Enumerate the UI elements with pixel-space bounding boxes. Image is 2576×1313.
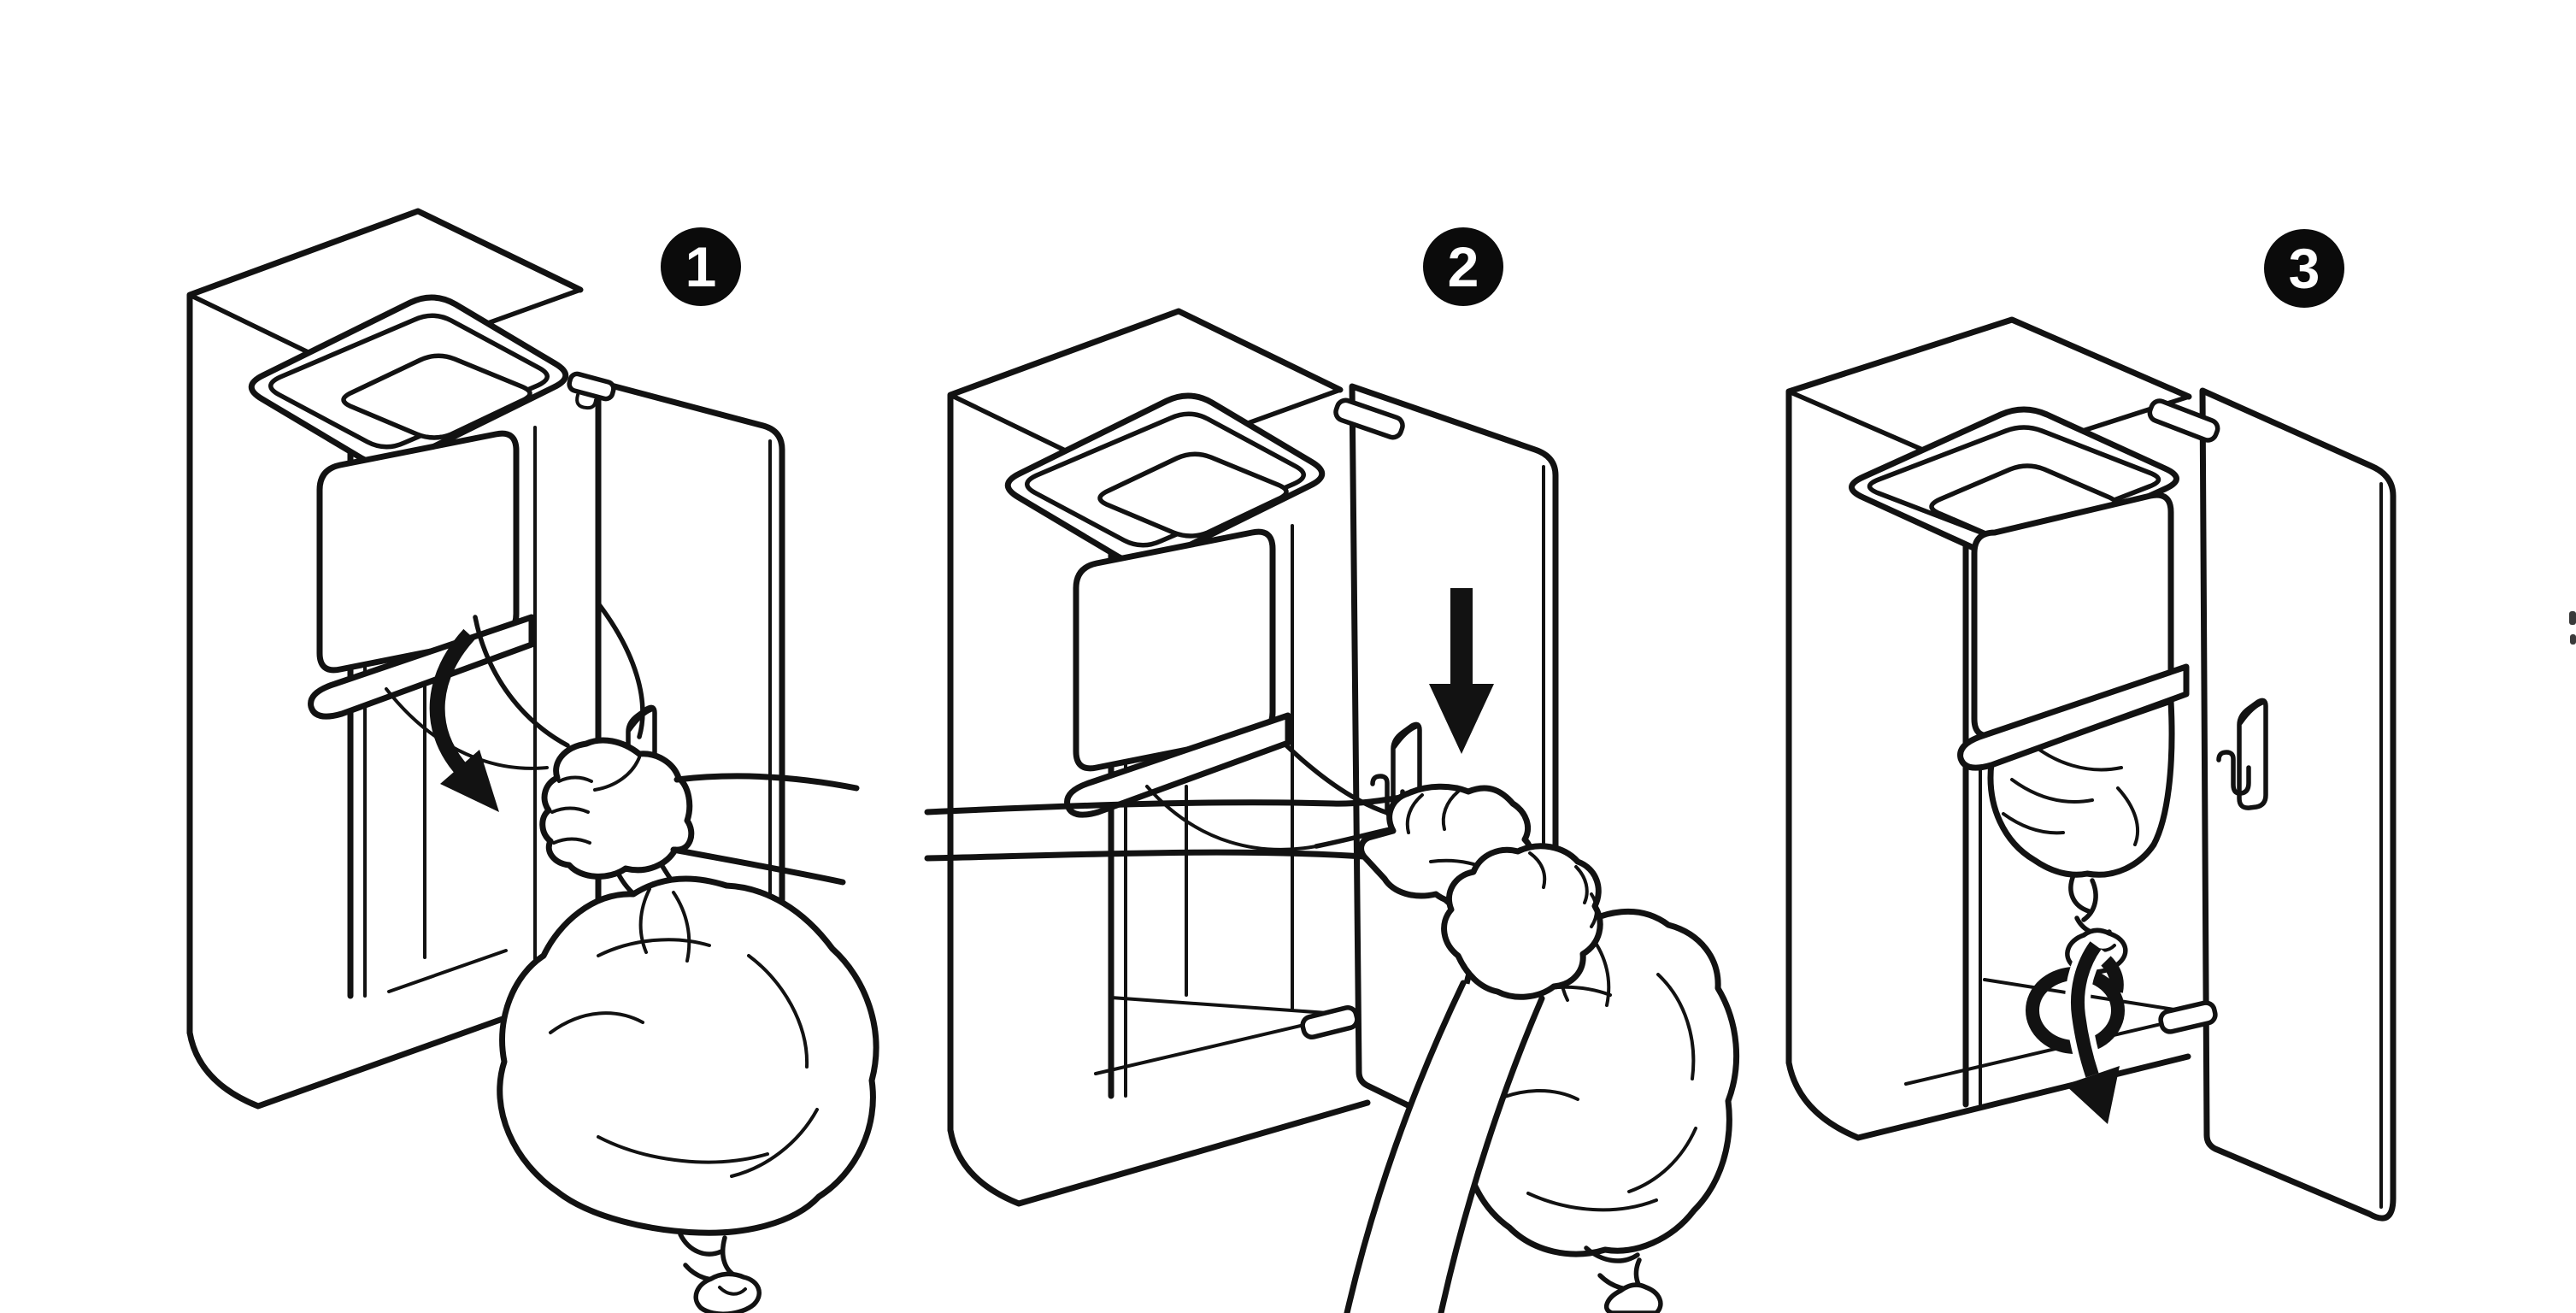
step-2-number: 2	[1447, 235, 1479, 298]
bin-rail	[1957, 663, 2190, 771]
bag-outline	[497, 875, 879, 1236]
trash-bag	[497, 875, 879, 1313]
hand	[539, 737, 860, 886]
arm-bottom-line	[924, 849, 1367, 862]
cabinet-bottom-edge	[1785, 1053, 2191, 1141]
door-bottom-latch	[2158, 1000, 2218, 1034]
door-top-catch	[2147, 398, 2220, 443]
bag-twist-knot	[678, 1232, 762, 1313]
floor-back-line	[1109, 996, 1329, 1015]
cabinet-outline	[1785, 316, 2192, 1066]
hook-flap	[1393, 725, 1420, 749]
catch-tab	[567, 371, 616, 402]
bin-rim	[1004, 392, 1326, 567]
forearm-bottom	[670, 846, 846, 886]
bin-rail	[308, 614, 535, 720]
catch-tab	[1333, 397, 1405, 440]
hand-outline	[539, 737, 695, 880]
catch-tab	[2147, 398, 2220, 443]
cabinet-outline	[947, 308, 1344, 1133]
step-2-illustration	[924, 308, 1740, 1313]
thumb-line	[593, 756, 641, 792]
cabinet-bottom-edge	[947, 1099, 1371, 1207]
cabinet-floor-line	[387, 949, 508, 993]
rim-inner	[268, 313, 550, 450]
rim-inner	[1025, 411, 1306, 548]
door-bottom-latch	[1300, 1004, 1360, 1040]
forearm-left-edge	[1344, 980, 1467, 1313]
bag-twist-knot	[1584, 1245, 1663, 1313]
hook-curl	[2216, 750, 2251, 796]
overhand-knot-icon	[2026, 938, 2125, 1124]
curved-down-arrow-icon	[429, 628, 499, 812]
catch-curl	[575, 393, 597, 410]
rim-opening	[1097, 451, 1289, 539]
hook-arm	[2237, 698, 2268, 810]
down-arrow-icon	[2065, 1066, 2120, 1124]
step-3-number: 3	[2288, 237, 2320, 300]
step-1-badge: 1	[661, 227, 741, 306]
forearm-right-edge	[1438, 995, 1545, 1313]
step-2-badge: 2	[1423, 227, 1503, 306]
door-top-catch	[567, 371, 616, 402]
door-hook-icon	[2216, 698, 2268, 810]
floor-front-line	[1094, 1017, 1332, 1075]
door-top-catch	[1333, 397, 1405, 440]
rim-opening	[341, 353, 532, 440]
door-panel	[2199, 387, 2397, 1222]
bag-wrinkles	[549, 887, 819, 1178]
forearm-fill	[1347, 983, 1542, 1313]
bin-rim	[248, 294, 569, 468]
step-3-badge: 3	[2264, 229, 2344, 308]
latch-tab	[2158, 1000, 2218, 1034]
floor-front-line	[1904, 1017, 2185, 1086]
edge-artifact	[2569, 611, 2576, 645]
cabinet-bottom-edge	[186, 1016, 506, 1110]
forearm-top	[673, 773, 860, 792]
hand-outline	[1441, 843, 1603, 1000]
down-arrow-icon	[1429, 588, 1494, 754]
hook-flap	[2239, 701, 2266, 725]
step-3-illustration	[1785, 316, 2397, 1222]
lower-arm	[1344, 843, 1603, 1313]
step-1-illustration	[186, 208, 879, 1313]
cabinet-door	[2199, 387, 2397, 1222]
arm-top-line	[924, 792, 1422, 815]
latch-tab	[1300, 1004, 1360, 1040]
cabinet-outline	[186, 208, 584, 1036]
left-arm	[924, 783, 1534, 907]
step-1-number: 1	[685, 235, 717, 298]
